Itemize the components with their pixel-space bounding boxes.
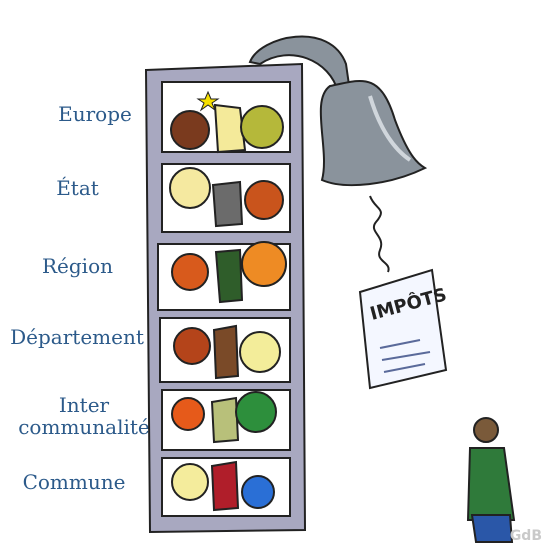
floor-region-characters: [171, 241, 287, 304]
floor-commune-characters: [171, 460, 275, 512]
floor-intercommunalite-characters: [171, 391, 277, 444]
person-figure: [466, 417, 516, 543]
level-label-intercommunalite: Inter communalité: [18, 393, 150, 439]
tax-poster: IMPÔTS: [358, 268, 449, 390]
level-label-region: Région: [41, 254, 113, 278]
lamp-funnel: [248, 35, 428, 187]
falling-line: [369, 195, 390, 273]
level-label-etat: État: [56, 176, 99, 200]
floor-etat-characters: [169, 167, 284, 228]
floor-europe-characters: [170, 90, 284, 154]
signature: GdB: [509, 528, 542, 544]
floor-departement-characters: [173, 324, 281, 380]
level-label-commune: Commune: [22, 470, 126, 494]
level-label-europe: Europe: [58, 102, 132, 126]
level-label-departement: Département: [10, 325, 144, 349]
